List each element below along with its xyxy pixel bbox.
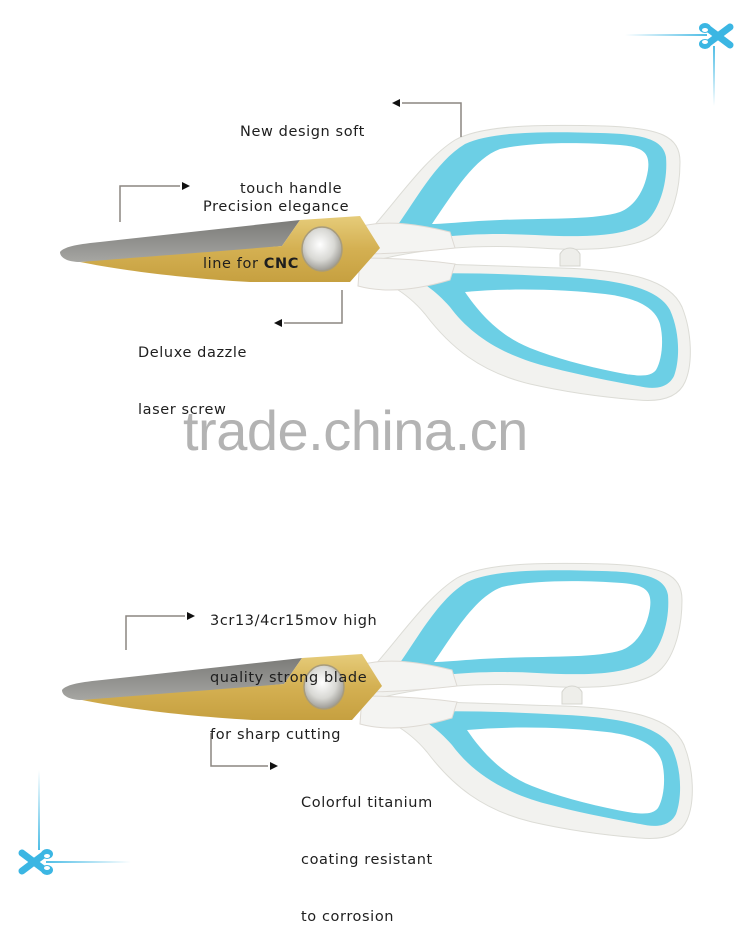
callout-coating-line3: to corrosion <box>301 909 395 925</box>
callout-lines-top <box>119 102 462 324</box>
callout-blade-line3: for sharp cutting <box>210 727 342 743</box>
callout-cnc: Precision elegance line for CNC <box>203 160 349 293</box>
callout-coating-line1: Colorful titanium <box>301 795 433 811</box>
callout-arrows-top <box>182 99 400 327</box>
corner-accent-bottom-left <box>22 770 131 875</box>
callout-screw-line1: Deluxe dazzle <box>138 345 248 361</box>
corner-accent-top-right <box>625 23 730 106</box>
callout-cnc-line2-bold: CNC <box>263 256 299 272</box>
callout-coating-line2: coating resistant <box>301 852 433 868</box>
callout-blade-line2: quality strong blade <box>210 670 368 686</box>
illustration-layer <box>0 0 750 900</box>
callout-blade: 3cr13/4cr15mov high quality strong blade… <box>210 574 377 764</box>
callout-arrows-bottom <box>187 612 278 770</box>
callout-cnc-line2: line for CNC <box>203 255 349 274</box>
watermark: trade.china.cn <box>183 399 528 462</box>
callout-blade-line1: 3cr13/4cr15mov high <box>210 613 378 629</box>
callout-screw: Deluxe dazzle laser screw <box>138 306 247 439</box>
callout-lines-bottom <box>125 615 268 767</box>
callout-cnc-line2-prefix: line for <box>203 256 264 272</box>
callout-coating: Colorful titanium coating resistant to c… <box>301 756 433 946</box>
callout-handle: New design soft touch handle <box>240 85 365 218</box>
callout-screw-line2: laser screw <box>138 402 227 418</box>
callout-handle-line2: touch handle <box>240 181 343 197</box>
callout-handle-line1: New design soft <box>240 124 365 140</box>
callout-cnc-line1: Precision elegance <box>203 199 350 215</box>
